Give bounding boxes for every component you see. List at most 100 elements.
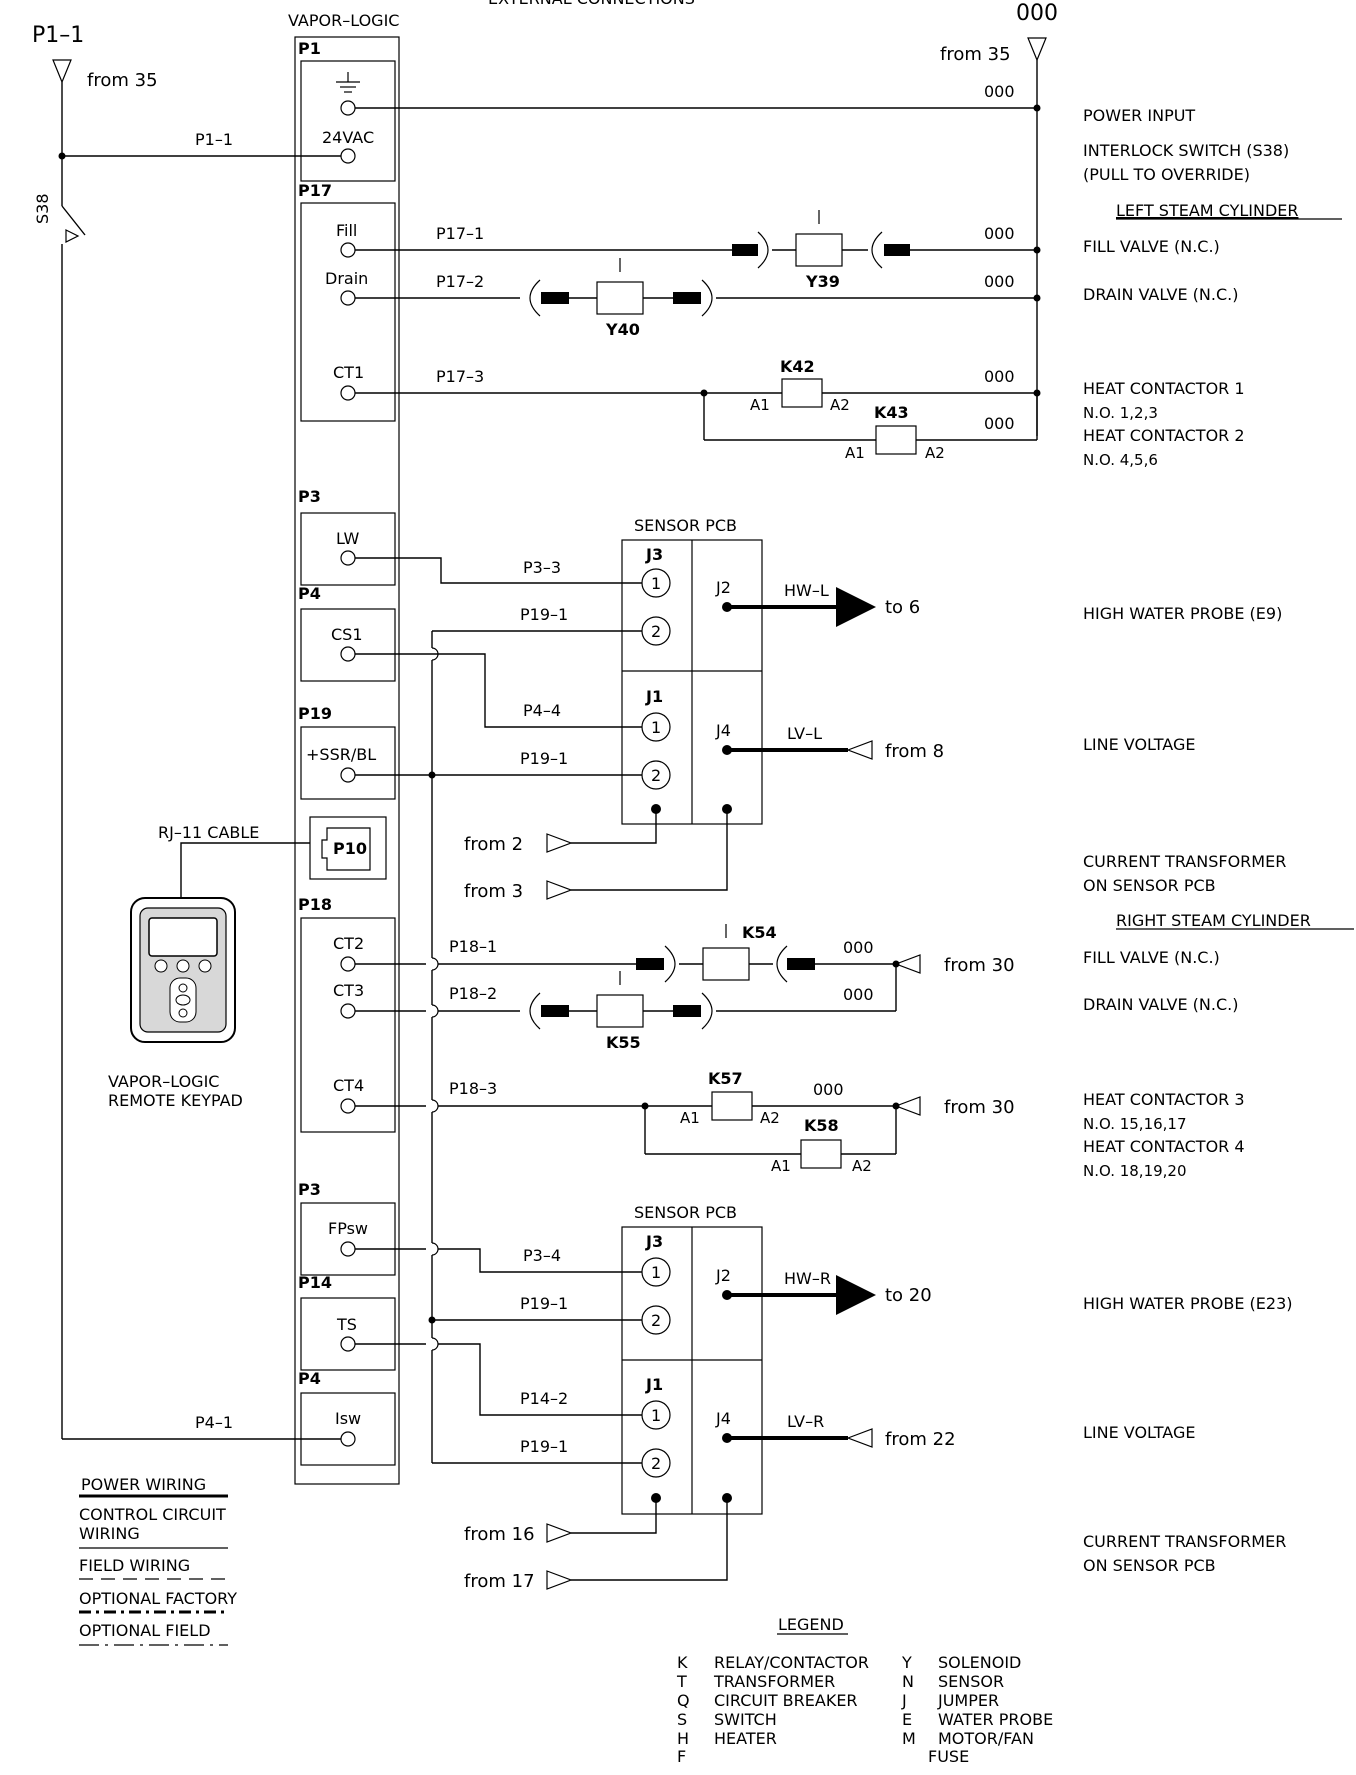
pcb-right-j4: J4 bbox=[715, 1409, 731, 1428]
terminal-fpsw-pin bbox=[340, 1241, 356, 1257]
from-16-arrow-icon bbox=[546, 1523, 573, 1543]
ref-to-20: to 20 bbox=[885, 1285, 932, 1306]
rj11-jack-icon bbox=[321, 827, 371, 871]
desc-left-cylinder: LEFT STEAM CYLINDER bbox=[1116, 201, 1299, 220]
terminal-ct3-pin bbox=[340, 1003, 356, 1019]
wire-label-000-power: 000 bbox=[984, 82, 1015, 101]
desc-interlock-2: (PULL TO OVERRIDE) bbox=[1083, 165, 1250, 184]
svg-text:1: 1 bbox=[651, 1263, 661, 1282]
legend-label: TRANSFORMER bbox=[713, 1672, 835, 1691]
wire-label-p4-1: P4–1 bbox=[195, 1413, 233, 1432]
from-2-arrow-icon bbox=[546, 833, 573, 853]
k58-a1: A1 bbox=[771, 1157, 791, 1175]
p18-block bbox=[300, 917, 396, 1133]
ref-from-30-a: from 30 bbox=[944, 955, 1015, 976]
solenoid-y39 bbox=[795, 233, 843, 267]
ref-top-right: 000 bbox=[1016, 1, 1058, 26]
svg-text:1: 1 bbox=[651, 574, 661, 593]
wire-label-p18-2: P18–2 bbox=[449, 984, 497, 1003]
desc-ct-right-2: ON SENSOR PCB bbox=[1083, 1556, 1216, 1575]
connector-p1: P1 bbox=[298, 39, 321, 58]
legend-code: T bbox=[676, 1672, 687, 1691]
terminal-cs1: CS1 bbox=[331, 625, 363, 644]
p14-block bbox=[300, 1297, 396, 1371]
key-optional-factory: OPTIONAL FACTORY bbox=[79, 1589, 237, 1608]
p17-block bbox=[300, 202, 396, 422]
connector-p18: P18 bbox=[298, 895, 332, 914]
terminal-24vac-pin bbox=[340, 148, 356, 164]
desc-heat-4-no: N.O. 18,19,20 bbox=[1083, 1162, 1187, 1180]
legend-label: RELAY/CONTACTOR bbox=[714, 1653, 869, 1672]
desc-heat-2-no: N.O. 4,5,6 bbox=[1083, 451, 1158, 469]
ref-top-left: P1–1 bbox=[32, 23, 84, 48]
wire-label-hw-l: HW–L bbox=[784, 581, 829, 600]
terminal-isw-pin bbox=[340, 1431, 356, 1447]
terminal-lw: LW bbox=[336, 529, 359, 548]
contactor-k58 bbox=[800, 1139, 842, 1169]
wire-label-p3-4: P3–4 bbox=[523, 1246, 561, 1265]
terminal-fill: Fill bbox=[336, 221, 357, 240]
p4-block bbox=[300, 608, 396, 682]
legend-label: WATER PROBE bbox=[938, 1710, 1053, 1729]
component-k42: K42 bbox=[780, 357, 815, 376]
svg-text:2: 2 bbox=[651, 766, 661, 785]
desc-heat-2: HEAT CONTACTOR 2 bbox=[1083, 426, 1245, 445]
desc-hw-probe-e23: HIGH WATER PROBE (E23) bbox=[1083, 1294, 1292, 1313]
from-30-arrow-icon bbox=[894, 954, 921, 974]
desc-heat-3-no: N.O. 15,16,17 bbox=[1083, 1115, 1187, 1133]
relay-k55 bbox=[596, 994, 644, 1028]
k43-a2: A2 bbox=[925, 444, 945, 462]
remote-keypad-icon bbox=[130, 897, 236, 1043]
wire-label-p19-1-a: P19–1 bbox=[520, 605, 568, 624]
legend-code: E bbox=[902, 1710, 912, 1729]
keypad-label-2: REMOTE KEYPAD bbox=[108, 1091, 243, 1110]
p4-lower-block bbox=[300, 1392, 396, 1466]
connector-p4-lower: P4 bbox=[298, 1369, 321, 1388]
key-power-wiring: POWER WIRING bbox=[81, 1475, 206, 1494]
connector-p3-lower: P3 bbox=[298, 1180, 321, 1199]
ref-from-2: from 2 bbox=[464, 834, 523, 855]
terminal-ct4-pin bbox=[340, 1098, 356, 1114]
wire-label-000-k55: 000 bbox=[843, 985, 874, 1004]
terminal-fill-pin bbox=[340, 242, 356, 258]
connector-p3: P3 bbox=[298, 487, 321, 506]
component-y39: Y39 bbox=[805, 272, 840, 291]
switch-s38-label: S38 bbox=[33, 193, 52, 224]
terminal-isw: Isw bbox=[335, 1409, 361, 1428]
from-35-arrow-icon bbox=[52, 59, 72, 84]
pcb-left-j1: J1 bbox=[645, 687, 663, 706]
rj11-cable-label: RJ–11 CABLE bbox=[158, 823, 259, 842]
component-k55: K55 bbox=[606, 1033, 641, 1052]
p3-lower-block bbox=[300, 1202, 396, 1276]
desc-fill-valve-left: FILL VALVE (N.C.) bbox=[1083, 237, 1220, 256]
board-title: VAPOR–LOGIC bbox=[288, 11, 399, 30]
wire-label-p19-1-d: P19–1 bbox=[520, 1437, 568, 1456]
component-k58: K58 bbox=[804, 1116, 839, 1135]
ref-from-3: from 3 bbox=[464, 881, 523, 902]
legend-code: Q bbox=[677, 1691, 690, 1710]
from-22-arrow-icon bbox=[846, 1428, 873, 1448]
terminal-ct3: CT3 bbox=[333, 981, 364, 1000]
legend-right: Y SOLENOID N SENSOR J JUMPER E WATER PRO… bbox=[901, 1653, 1053, 1766]
wire-label-p1-1: P1–1 bbox=[195, 130, 233, 149]
wire-label-p4-4: P4–4 bbox=[523, 701, 561, 720]
keypad-label-1: VAPOR–LOGIC bbox=[108, 1072, 219, 1091]
legend-label: HEATER bbox=[714, 1729, 777, 1748]
desc-drain-valve-right: DRAIN VALVE (N.C.) bbox=[1083, 995, 1238, 1014]
from-17-arrow-icon bbox=[546, 1570, 573, 1590]
component-k43: K43 bbox=[874, 403, 909, 422]
desc-heat-3: HEAT CONTACTOR 3 bbox=[1083, 1090, 1245, 1109]
connector-p10: P10 bbox=[333, 839, 367, 858]
wire-label-p14-2: P14–2 bbox=[520, 1389, 568, 1408]
desc-interlock-1: INTERLOCK SWITCH (S38) bbox=[1083, 141, 1289, 160]
legend-left: K RELAY/CONTACTOR T TRANSFORMER Q CIRCUI… bbox=[676, 1653, 869, 1766]
legend-label: FUSE bbox=[928, 1747, 969, 1766]
svg-text:2: 2 bbox=[651, 622, 661, 641]
legend-code: S bbox=[677, 1710, 687, 1729]
wire-label-000-k54: 000 bbox=[843, 938, 874, 957]
terminal-cs1-pin bbox=[340, 646, 356, 662]
legend-code: K bbox=[677, 1653, 688, 1672]
desc-drain-valve-left: DRAIN VALVE (N.C.) bbox=[1083, 285, 1238, 304]
desc-fill-valve-right: FILL VALVE (N.C.) bbox=[1083, 948, 1220, 967]
